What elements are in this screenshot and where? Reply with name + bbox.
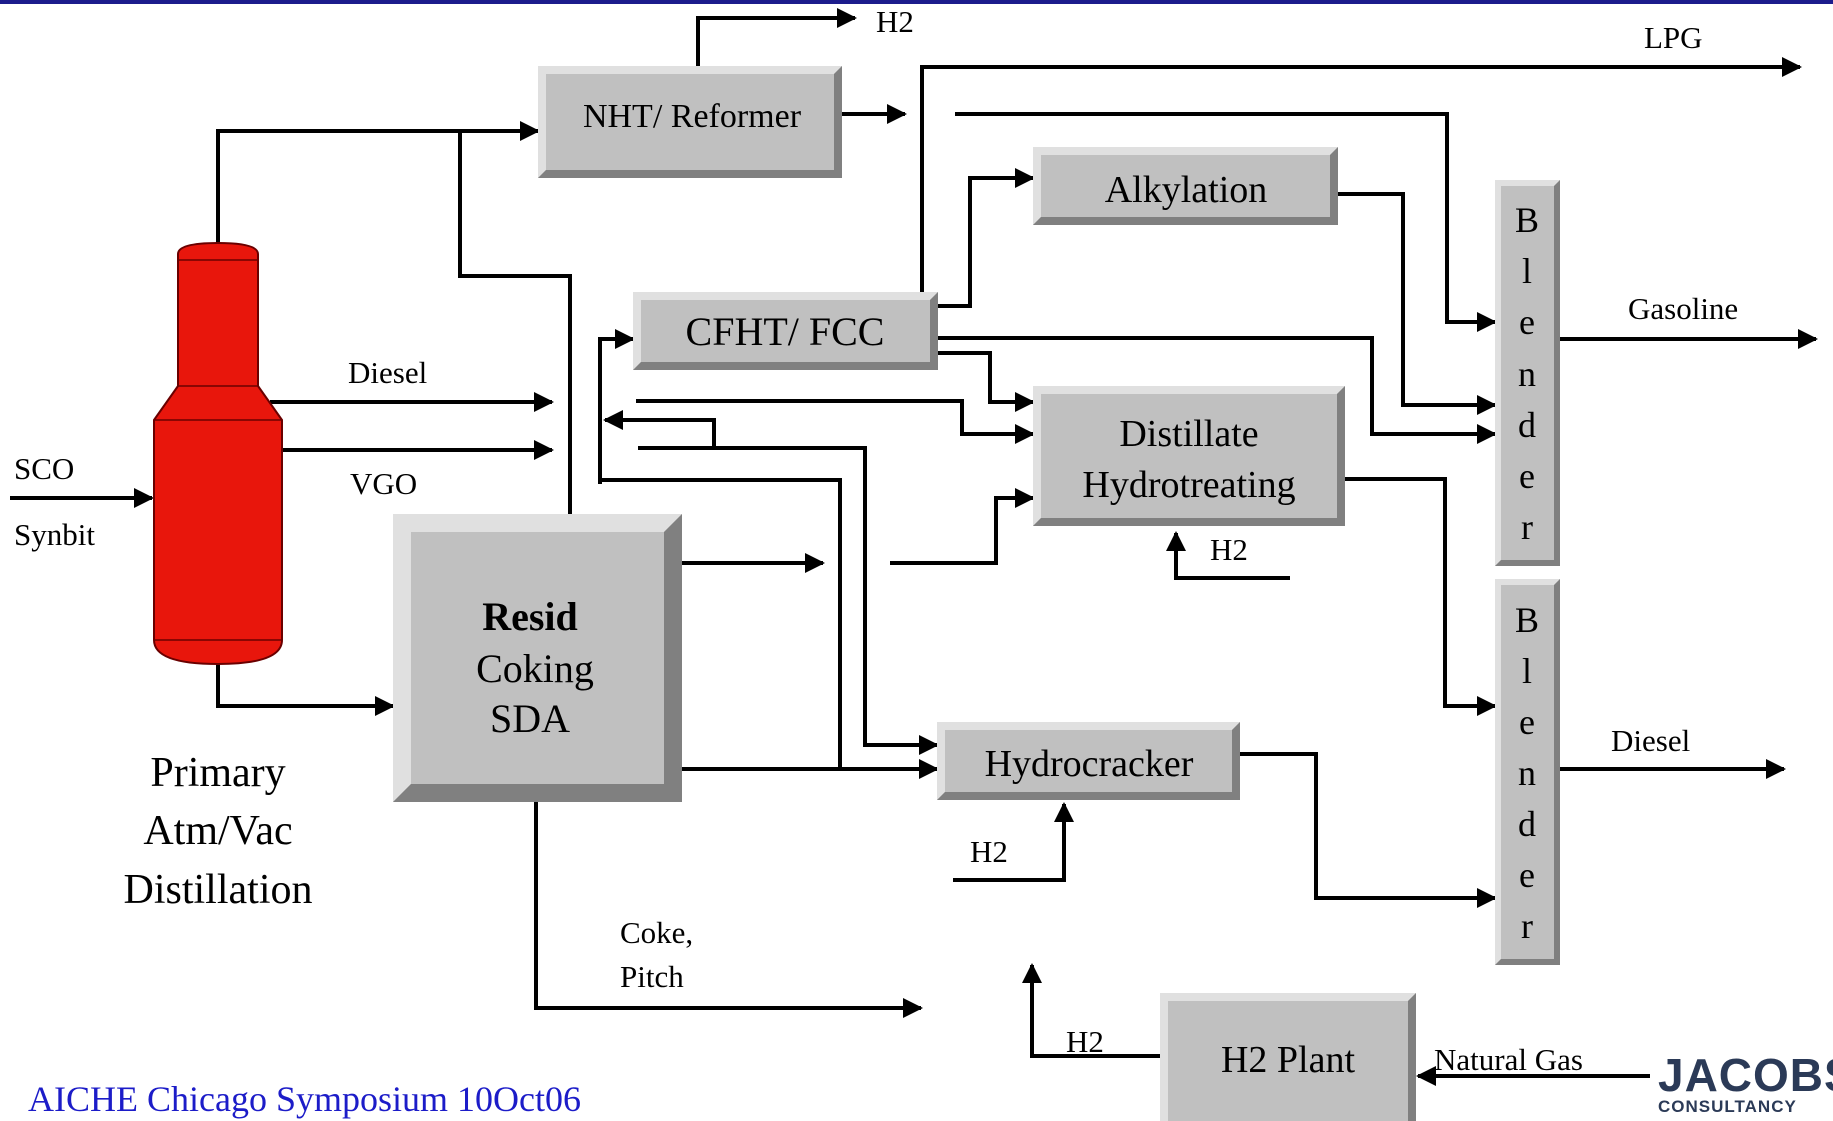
blender2-letter-5: d (1518, 804, 1536, 844)
line-coke-pitch (534, 800, 923, 1018)
unit-resid-coking-sda: Resid Coking SDA (393, 514, 682, 802)
alky-label: Alkylation (1105, 169, 1268, 211)
line-h2-reformer (696, 8, 857, 66)
logo-line-1: JACOBS (1658, 1052, 1833, 1101)
line-h2-hcr (953, 802, 1074, 882)
coke-label: Coke, (620, 915, 693, 950)
line-lpg (920, 57, 1802, 300)
blender2-letter-4: n (1518, 753, 1536, 793)
blender2-letter-3: e (1519, 702, 1535, 742)
line-lco-to-dht (938, 351, 1035, 412)
distillation-tower (153, 241, 283, 666)
blender1-letter-4: n (1518, 354, 1536, 394)
line-overhead-branch (458, 131, 572, 516)
blender2-letter-1: B (1515, 600, 1539, 640)
flow-lines (10, 8, 1818, 1086)
blender1-letter-2: l (1522, 251, 1532, 291)
line-naphtha-feed (216, 121, 540, 246)
blender1-letter-3: e (1519, 302, 1535, 342)
tower-label-1: Primary (150, 750, 285, 796)
dht-label-2: Hydrotreating (1082, 464, 1295, 506)
blender2-letter-2: l (1522, 651, 1532, 691)
tower-label-2: Atm/Vac (143, 808, 292, 854)
unit-h2-plant: H2 Plant (1160, 993, 1416, 1121)
unit-distillate-hydrotreating: Distillate Hydrotreating (1033, 386, 1345, 526)
jacobs-logo: JACOBS CONSULTANCY (1658, 1052, 1833, 1121)
blender1-letter-1: B (1515, 200, 1539, 240)
logo-line-2: CONSULTANCY (1658, 1097, 1797, 1116)
line-resid-feed (216, 664, 395, 716)
pitch-label: Pitch (620, 959, 684, 994)
line-vgo-to-hcr (638, 446, 939, 755)
nht-label: NHT/ Reformer (583, 98, 802, 135)
unit-nht-reformer: NHT/ Reformer (538, 66, 842, 178)
diesel-side-label: Diesel (348, 355, 427, 390)
unit-gasoline-blender: B l e n d e r (1495, 180, 1560, 566)
natural-gas-label: Natural Gas (1434, 1042, 1583, 1077)
vgo-label: VGO (350, 466, 417, 501)
line-hcr-branch (600, 478, 842, 769)
diesel-product-label: Diesel (1611, 723, 1690, 758)
blender2-letter-6: e (1519, 855, 1535, 895)
resid-label-2: Coking (476, 646, 594, 691)
synbit-label: Synbit (14, 517, 95, 552)
tower-label-3: Distillation (124, 867, 313, 913)
line-fcc-gasoline (938, 336, 1497, 444)
line-cfht-feed (598, 329, 635, 484)
cfht-label: CFHT/ FCC (686, 309, 885, 354)
stream-labels: H2 LPG Gasoline Diesel Diesel VGO SCO Sy… (14, 4, 1738, 1077)
blender1-letter-6: e (1519, 456, 1535, 496)
hcr-label: Hydrocracker (985, 743, 1194, 785)
gasoline-label: Gasoline (1628, 291, 1738, 326)
h2-dht-label: H2 (1210, 532, 1248, 567)
unit-hydrocracker: Hydrocracker (937, 722, 1240, 800)
line-alky-to-blender (1338, 192, 1497, 415)
unit-cfht-fcc: CFHT/ FCC (633, 292, 938, 370)
unit-alkylation: Alkylation (1033, 147, 1338, 225)
h2plant-label: H2 Plant (1221, 1039, 1356, 1081)
h2-top-label: H2 (876, 4, 914, 39)
line-recycle-left (603, 410, 716, 448)
blender2-letter-7: r (1521, 906, 1533, 946)
line-coker-to-dht (890, 488, 1035, 565)
footer-caption: AICHE Chicago Symposium 10Oct06 (28, 1079, 581, 1119)
h2-plant-out-label: H2 (1066, 1024, 1104, 1059)
sco-label: SCO (14, 451, 74, 486)
blender1-letter-7: r (1521, 507, 1533, 547)
line-hcr-to-blender (1240, 752, 1497, 908)
lpg-label: LPG (1644, 20, 1703, 55)
top-rule (0, 0, 1833, 4)
line-reformate-to-blender (955, 112, 1497, 332)
h2-hcr-label: H2 (970, 834, 1008, 869)
line-h2-dht (1166, 531, 1290, 580)
line-to-dht (636, 399, 1035, 444)
unit-diesel-blender: B l e n d e r (1495, 579, 1560, 965)
blender1-letter-5: d (1518, 405, 1536, 445)
dht-label-1: Distillate (1119, 413, 1258, 455)
resid-label-3: SDA (490, 696, 570, 741)
line-h2-plant-out (1022, 963, 1160, 1058)
line-fcc-to-alky (938, 168, 1035, 308)
resid-label-1: Resid (482, 594, 578, 639)
line-dht-to-blender (1340, 477, 1497, 716)
